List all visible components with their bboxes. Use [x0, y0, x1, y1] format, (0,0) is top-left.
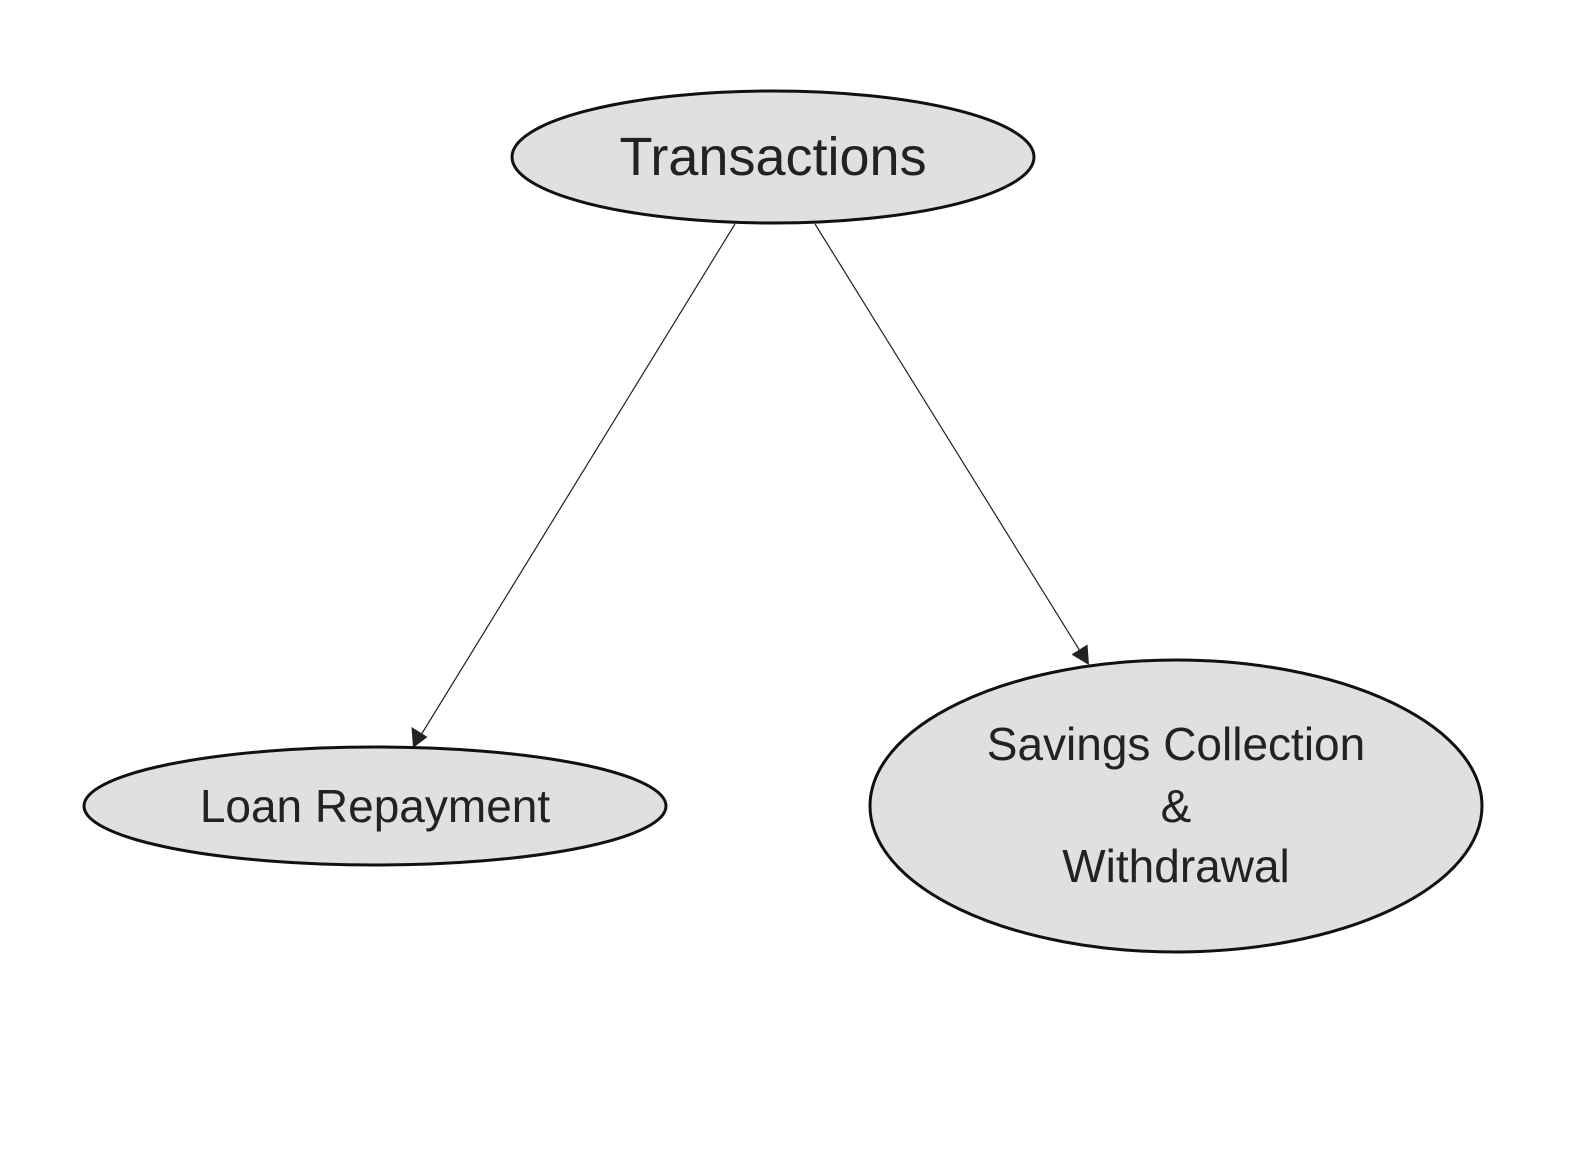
- node-savings-withdrawal-label-line-1: Savings Collection: [987, 718, 1365, 770]
- node-savings-withdrawal[interactable]: Savings Collection & Withdrawal: [868, 658, 1484, 954]
- node-savings-withdrawal-label-line-2: &: [1161, 780, 1192, 832]
- edge-transactions-to-savings-withdrawal: [814, 223, 1089, 665]
- node-savings-withdrawal-label-line-3: Withdrawal: [1062, 840, 1290, 892]
- node-savings-withdrawal-shape: [868, 658, 1484, 954]
- node-loan-repayment-label: Loan Repayment: [200, 780, 551, 832]
- edge-transactions-to-loan-repayment: [411, 223, 736, 748]
- node-transactions-shape: [510, 89, 1036, 225]
- node-loan-repayment-shape: [82, 745, 668, 867]
- node-loan-repayment[interactable]: Loan Repayment: [82, 745, 668, 867]
- node-transactions-label: Transactions: [619, 127, 926, 187]
- node-transactions[interactable]: Transactions: [510, 89, 1036, 225]
